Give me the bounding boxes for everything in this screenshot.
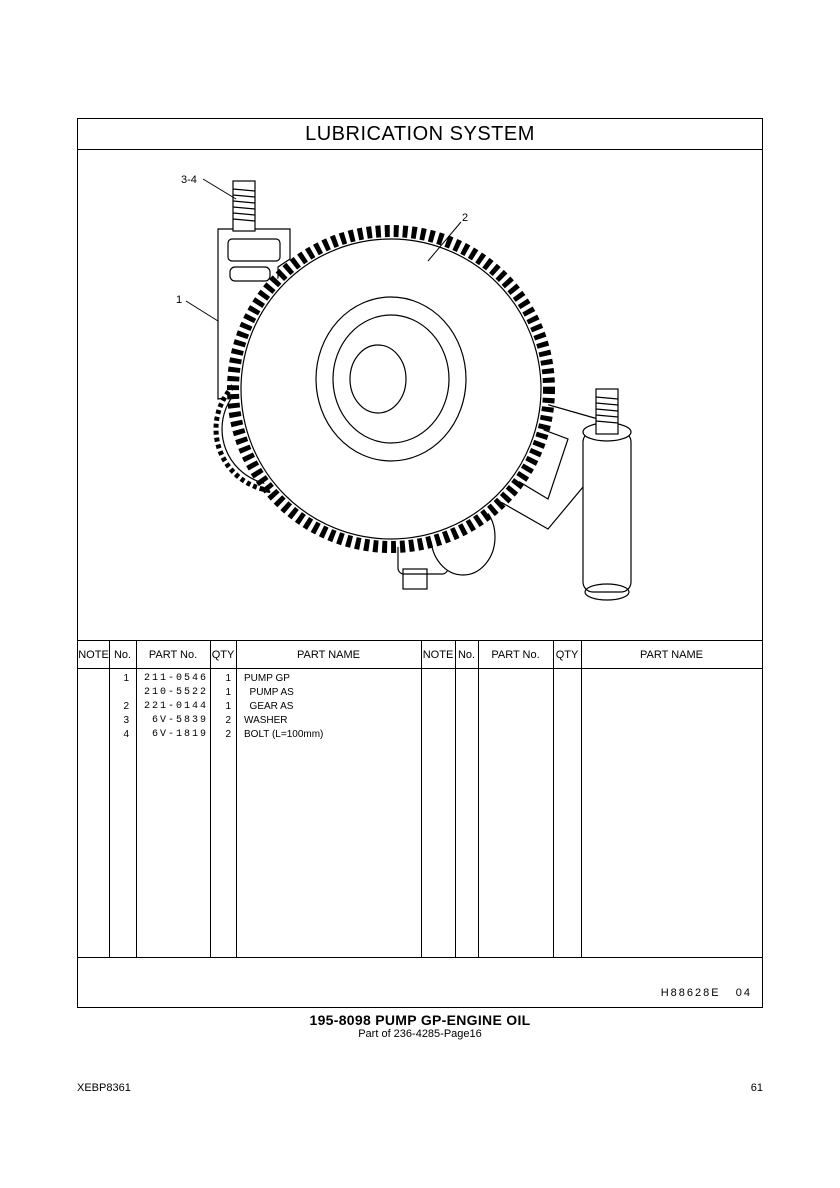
row-part-no: 6V-5839 xyxy=(152,715,209,726)
row-no xyxy=(109,686,129,700)
table-bottom-rule xyxy=(78,957,762,958)
header-partname-right: PART NAME xyxy=(640,649,703,661)
row-part-no: 221-0144 xyxy=(144,701,209,712)
callout-1: 1 xyxy=(176,294,182,306)
row-no: 3 xyxy=(123,715,129,726)
row-part-name: BOLT (L=100mm) xyxy=(244,729,324,740)
header-qty-right: QTY xyxy=(555,649,579,661)
pump-illustration: 3-4 2 1 xyxy=(78,149,762,640)
page-number: 61 xyxy=(750,1082,763,1094)
row-part-name: WASHER xyxy=(244,715,288,726)
row-part-no: 6V-1819 xyxy=(152,729,209,740)
row-part-name: PUMP AS xyxy=(244,687,294,698)
header-partname-left: PART NAME xyxy=(297,649,360,661)
assembly-caption-title: 195-8098 PUMP GP-ENGINE OIL xyxy=(309,1012,531,1028)
header-qty-left: QTY xyxy=(211,649,235,661)
pump-drawing: 3-4 2 1 xyxy=(176,174,632,601)
document-id: XEBP8361 xyxy=(77,1082,131,1094)
row-qty: 1 xyxy=(225,673,231,684)
row-part-name: GEAR AS xyxy=(244,701,294,712)
row-no: 1 xyxy=(123,673,129,684)
header-note-left: NOTE xyxy=(78,649,109,661)
row-qty: 1 xyxy=(225,687,231,698)
row-part-no: 210-5522 xyxy=(144,687,209,698)
row-qty: 2 xyxy=(225,715,231,726)
parts-frame: LUBRICATION SYSTEM xyxy=(77,118,763,1008)
row-part-name: PUMP GP xyxy=(244,673,290,684)
row-part-no: 211-0546 xyxy=(144,673,209,684)
header-partno-right: PART No. xyxy=(491,649,540,661)
drawing-reference: H88628E 04 xyxy=(660,987,752,999)
row-qty: 2 xyxy=(225,729,231,740)
header-note-right: NOTE xyxy=(422,649,454,661)
header-partno-left: PART No. xyxy=(148,649,198,661)
row-qty: 1 xyxy=(225,701,231,712)
row-no: 4 xyxy=(123,729,129,740)
row-no: 2 xyxy=(123,701,129,712)
assembly-caption-subtitle: Part of 236-4285-Page16 xyxy=(358,1028,482,1040)
section-title: LUBRICATION SYSTEM xyxy=(78,119,762,150)
callout-2: 2 xyxy=(462,212,468,224)
parts-table-header: NOTE No. PART No. QTY PART NAME NOTE No.… xyxy=(78,640,762,669)
header-no-left: No. xyxy=(113,649,132,661)
callout-3-4: 3-4 xyxy=(181,174,197,186)
header-no-right: No. xyxy=(457,649,476,661)
